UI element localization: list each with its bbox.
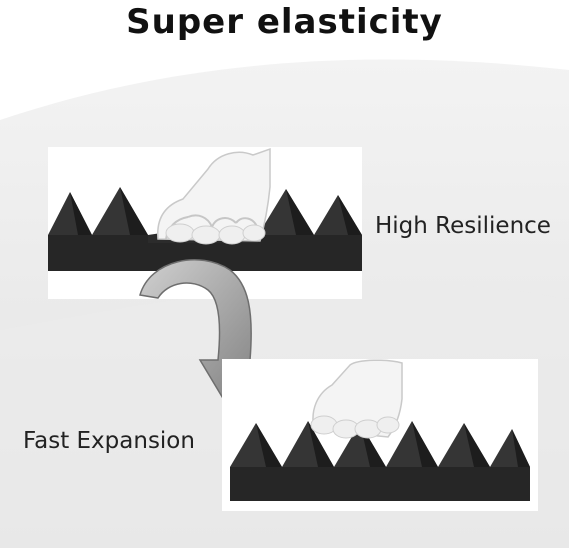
page-title: Super elasticity [126, 2, 443, 42]
fast-expansion-caption: Fast Expansion [23, 428, 195, 454]
high-resilience-caption: High Resilience [375, 213, 551, 239]
bottom-product-image [222, 359, 538, 511]
foam-expanded-illustration [222, 359, 538, 511]
